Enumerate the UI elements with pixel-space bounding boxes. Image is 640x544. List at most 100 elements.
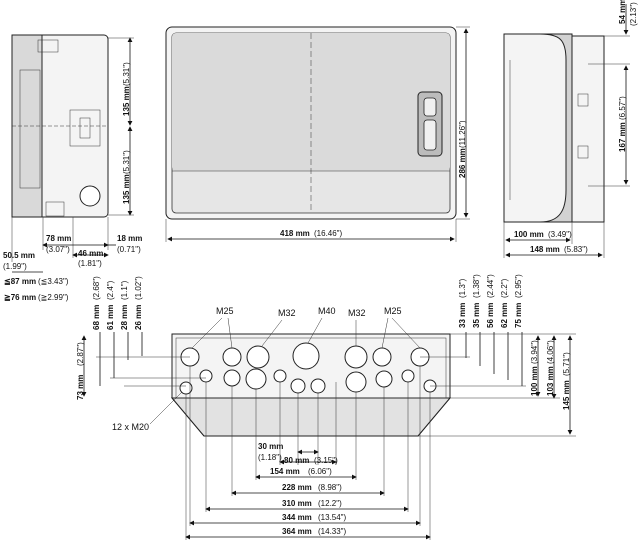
dim-228: 228 mm — [282, 483, 312, 492]
side-inner-wall — [19, 69, 41, 189]
knockout-m40 — [292, 342, 320, 370]
dim-54: 54 mm — [618, 0, 627, 24]
right-dims: 33 mm (1.3") 35 mm (1.38") 56 mm (2.44")… — [418, 274, 576, 437]
svg-text:(1.99"): (1.99") — [3, 262, 27, 271]
label-m32-right: M32 — [348, 308, 366, 318]
svg-text:(2.95"): (2.95") — [514, 274, 523, 298]
knockout-m20 — [290, 378, 306, 394]
svg-text:(14.33"): (14.33") — [318, 527, 347, 536]
svg-text:(3.94"): (3.94") — [530, 340, 539, 364]
svg-text:(5.71"): (5.71") — [562, 352, 571, 376]
bottom-view: M25 M32 M40 M32 M25 12 x M20 68 mm (2.68… — [76, 274, 576, 540]
svg-text:(2.4"): (2.4") — [106, 280, 115, 300]
dim-100: 100 mm — [514, 230, 544, 239]
side-bottom-foot — [45, 201, 65, 217]
svg-text:(1.38"): (1.38") — [472, 274, 481, 298]
dim-78: 78 mm — [46, 234, 71, 243]
dim-148: 148 mm — [530, 245, 560, 254]
right-view-back — [571, 35, 605, 223]
svg-text:(5.83"): (5.83") — [564, 245, 588, 254]
dim-50-5: 50.5 mm — [3, 251, 35, 260]
left-dims: 68 mm (2.68") 61 mm (2.4") 28 mm (1.1") … — [76, 276, 206, 400]
svg-text:(2.2"): (2.2") — [500, 278, 509, 298]
dim-73: 73 mm — [76, 375, 85, 400]
dim-145: 145 mm — [562, 380, 571, 410]
dim-61: 61 mm — [106, 305, 115, 330]
dim-68: 68 mm — [92, 305, 101, 330]
svg-text:(2.87"): (2.87") — [76, 342, 85, 366]
dim-103: 103 mm — [546, 366, 555, 396]
label-m25-left: M25 — [216, 306, 234, 316]
mount-bracket-top — [577, 93, 589, 107]
dim-310: 310 mm — [282, 499, 312, 508]
svg-text:(13.54"): (13.54") — [318, 513, 347, 522]
knockout-m32 — [245, 368, 267, 390]
svg-text:(11.26"): (11.26") — [458, 120, 467, 148]
dim-87: ≦87 mm — [4, 277, 36, 286]
label-m40: M40 — [318, 306, 336, 316]
svg-text:(6.06"): (6.06") — [308, 467, 332, 476]
right-view-body — [503, 33, 573, 223]
svg-text:(≦3.43"): (≦3.43") — [38, 277, 69, 286]
dim-344: 344 mm — [282, 513, 312, 522]
knockout-m25 — [372, 347, 392, 367]
dim-26: 26 mm — [134, 305, 143, 330]
front-view: 286 mm (11.26") 418 mm (16.46") — [165, 26, 470, 242]
svg-text:(2.68"): (2.68") — [92, 276, 101, 300]
dim-418: 418 mm — [280, 229, 310, 238]
dim-100-bottom: 100 mm — [530, 366, 539, 396]
svg-text:(2.44"): (2.44") — [486, 274, 495, 298]
mount-bracket-bottom — [577, 145, 589, 159]
svg-text:(1.81"): (1.81") — [78, 259, 102, 268]
dim-33: 33 mm — [458, 303, 467, 328]
side-view: 135 mm (5.31") 135 mm (5.31") 78 mm (3.0… — [3, 34, 142, 302]
din-rail-profile — [69, 109, 101, 147]
svg-text:(3.15"): (3.15") — [314, 456, 338, 465]
label-m25-right: M25 — [384, 306, 402, 316]
dim-364: 364 mm — [282, 527, 312, 536]
knockout-m32 — [246, 345, 270, 369]
svg-text:(1.02"): (1.02") — [134, 276, 143, 300]
svg-text:(1.18"): (1.18") — [258, 453, 282, 462]
svg-text:(4.06"): (4.06") — [546, 340, 555, 364]
svg-text:(≧2.99"): (≧2.99") — [38, 293, 69, 302]
label-m32-left: M32 — [278, 308, 296, 318]
svg-text:(8.98"): (8.98") — [318, 483, 342, 492]
dim-135-bottom: 135 mm — [122, 174, 131, 204]
dim-62: 62 mm — [500, 303, 509, 328]
knockout-m20 — [273, 369, 287, 383]
dim-35: 35 mm — [472, 303, 481, 328]
dim-154: 154 mm — [270, 467, 300, 476]
svg-text:(16.46"): (16.46") — [314, 229, 343, 238]
side-knockout — [79, 185, 101, 207]
right-side-view: 54 mm (2.13") 167 mm (6.57") 100 mm (3.4… — [503, 0, 638, 258]
svg-text:(1.1"): (1.1") — [120, 280, 129, 300]
knockout-m32 — [345, 371, 367, 393]
svg-text:(12.2"): (12.2") — [318, 499, 342, 508]
svg-text:(0.71"): (0.71") — [117, 245, 141, 254]
knockout-m25 — [375, 370, 393, 388]
knockout-m20 — [199, 369, 213, 383]
svg-text:(6.57"): (6.57") — [618, 96, 627, 120]
svg-text:(3.49"): (3.49") — [548, 230, 572, 239]
knockout-m25 — [223, 369, 241, 387]
svg-text:(5.31"): (5.31") — [122, 62, 131, 86]
dim-46: 46 mm — [78, 249, 103, 258]
dim-28: 28 mm — [120, 305, 129, 330]
dim-286: 286 mm — [458, 148, 467, 178]
dim-56: 56 mm — [486, 303, 495, 328]
hole-spacing-dims: 30 mm (1.18") 80 mm (3.15") 154 mm (6.06… — [185, 366, 431, 540]
svg-text:(1.3"): (1.3") — [458, 278, 467, 298]
dim-75: 75 mm — [514, 303, 523, 328]
dim-76: ≧76 mm — [4, 293, 36, 302]
dim-30: 30 mm — [258, 442, 283, 451]
knockout-m25 — [222, 347, 242, 367]
knockout-m20 — [310, 378, 326, 394]
svg-text:(3.07"): (3.07") — [46, 245, 70, 254]
dim-167: 167 mm — [618, 122, 627, 152]
dim-135-top: 135 mm — [122, 86, 131, 116]
dim-80: 80 mm — [284, 456, 309, 465]
label-12xm20: 12 x M20 — [112, 422, 149, 432]
knockout-m20 — [401, 369, 415, 383]
